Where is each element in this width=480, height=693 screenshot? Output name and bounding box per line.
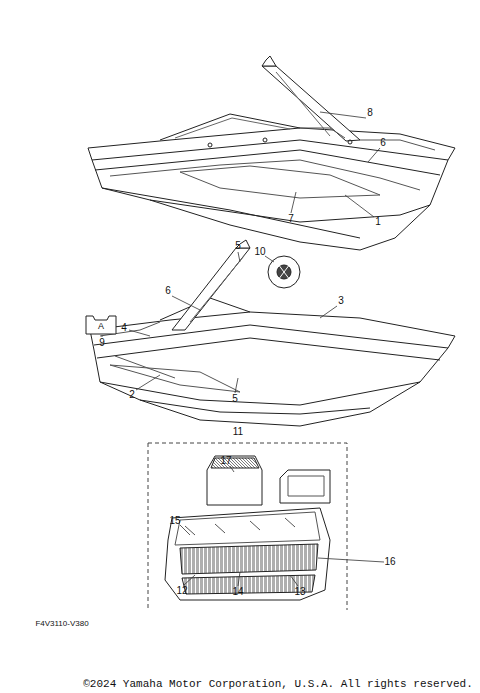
callout-number: 5 [232, 394, 238, 404]
boat-top-view-2 [86, 240, 455, 426]
callout-number: 7 [288, 214, 294, 224]
callout-number: 3 [338, 296, 344, 306]
callout-number: 2 [129, 390, 135, 400]
deck-mat-detail [148, 443, 347, 610]
callout-number: 1 [375, 217, 381, 227]
note-text: F4V3110-V380 [35, 620, 88, 628]
callout-number: 4 [121, 323, 127, 333]
callout-number: 8 [367, 108, 373, 118]
callout-number: 17 [220, 456, 231, 466]
boat-top-view-1 [88, 56, 455, 250]
callout-number: 11 [233, 427, 243, 437]
callout-number: 13 [294, 587, 305, 597]
callout-number: 12 [176, 586, 187, 596]
callout-number: A [98, 322, 104, 331]
leader-lines [102, 112, 384, 586]
callout-number: 15 [169, 516, 180, 526]
note-text: ©2024 Yamaha Motor Corporation, U.S.A. A… [83, 679, 472, 690]
callout-number: 14 [232, 587, 243, 597]
callout-number: 6 [380, 138, 386, 148]
callout-number: 9 [99, 338, 105, 348]
callout-number: 5 [235, 241, 241, 251]
callout-number: 16 [384, 557, 395, 567]
callout-number: 6 [165, 286, 171, 296]
callout-number: 10 [254, 247, 265, 257]
